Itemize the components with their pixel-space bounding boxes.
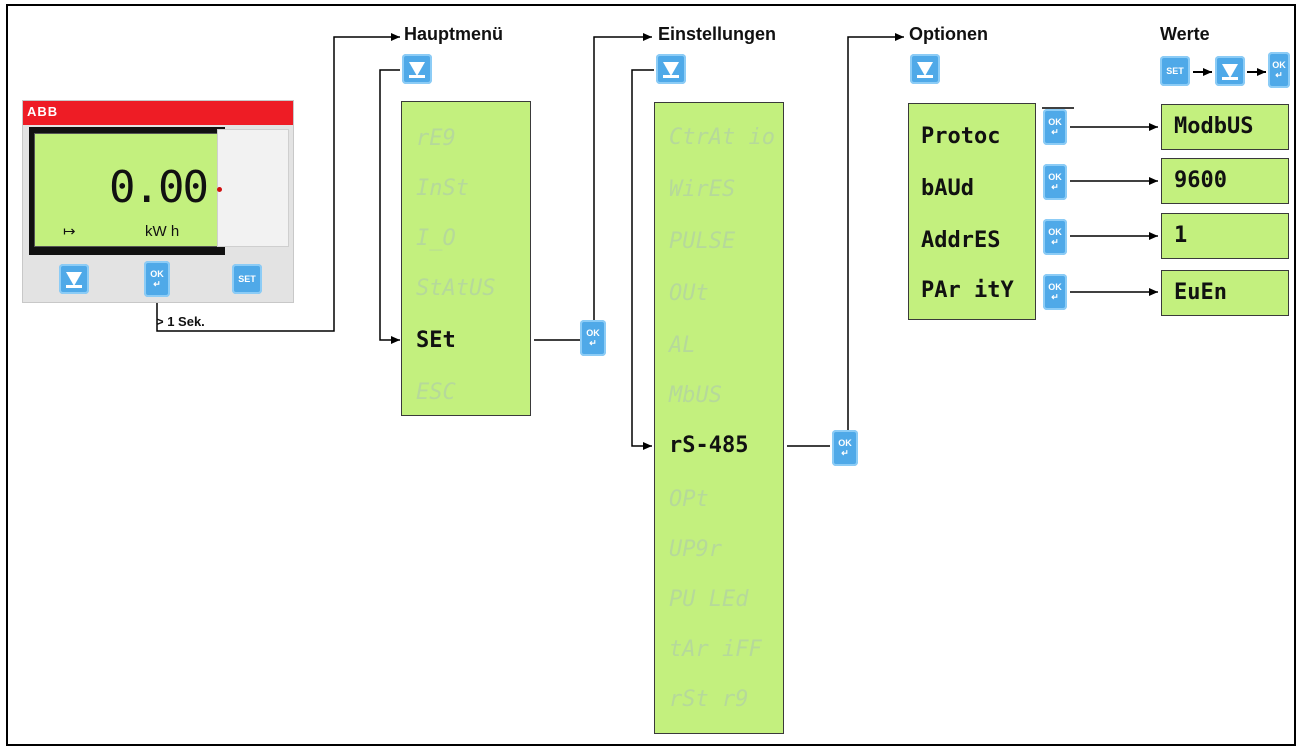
device-button-row: OK↵ SET	[23, 259, 293, 303]
option-parity-ok-button[interactable]: OK↵	[1043, 274, 1067, 310]
status-led	[217, 187, 222, 192]
settings-item-pulse[interactable]: PULSE	[669, 229, 736, 254]
menu-item-reg[interactable]: rE9	[416, 126, 456, 151]
settings-item-mbus[interactable]: MbUS	[669, 383, 722, 408]
hold-duration-note: > 1 Sek.	[156, 314, 205, 329]
werte-ok-button[interactable]: OK↵	[1268, 52, 1290, 88]
settings-item-out[interactable]: OUt	[669, 281, 709, 306]
down-arrow-icon	[663, 62, 679, 76]
menu-item-io[interactable]: I_O	[416, 226, 456, 251]
heading-values: Werte	[1160, 24, 1210, 44]
settings-item-rs485[interactable]: rS-485	[669, 433, 749, 458]
value-address: 1	[1161, 213, 1289, 259]
option-address-ok-button[interactable]: OK↵	[1043, 219, 1067, 255]
ok-label: OK↵	[586, 328, 600, 348]
werte-down-button[interactable]	[1215, 56, 1245, 86]
set-label: SET	[238, 274, 256, 284]
heading-settings: Einstellungen	[658, 24, 777, 44]
down-arrow-icon	[1222, 64, 1238, 78]
options-down-button[interactable]	[910, 54, 940, 84]
settings-down-button[interactable]	[656, 54, 686, 84]
menu-item-esc[interactable]: ESC	[416, 380, 456, 405]
abb-logo: ABB	[27, 104, 59, 119]
lcd-display: 0.00 ↦ kW h	[34, 133, 218, 247]
ok-label: OK↵	[1048, 282, 1062, 302]
value-protocol: ModbUS	[1161, 104, 1289, 150]
settings-item-ctratio[interactable]: CtrAt io	[669, 125, 775, 150]
settings-item-rst-reg[interactable]: rSt r9	[669, 687, 749, 712]
side-panel	[217, 129, 289, 247]
lcd-bezel: 0.00 ↦ kW h	[29, 127, 225, 255]
ok-label: OK↵	[150, 269, 164, 289]
lcd-reading: 0.00	[109, 162, 209, 213]
option-protocol[interactable]: Protoc	[921, 124, 1001, 149]
ok-label: OK↵	[1272, 60, 1286, 80]
ok-label: OK↵	[1048, 227, 1062, 247]
set-label: SET	[1166, 66, 1184, 76]
menu-item-set[interactable]: SEt	[416, 328, 456, 353]
main-menu-down-button[interactable]	[402, 54, 432, 84]
lcd-unit: kW h	[145, 223, 180, 240]
ok-label: OK↵	[1048, 117, 1062, 137]
menu-item-inst[interactable]: InSt	[416, 176, 469, 201]
options-panel: Protoc bAUd AddrES PAr itY	[908, 103, 1036, 320]
set-ok-button[interactable]: OK↵	[580, 320, 606, 356]
ok-label: OK↵	[1048, 172, 1062, 192]
option-baud-ok-button[interactable]: OK↵	[1043, 164, 1067, 200]
settings-item-pu-led[interactable]: PU LEd	[669, 587, 749, 612]
heading-options: Optionen	[909, 24, 988, 44]
settings-item-wires[interactable]: WirES	[669, 177, 736, 202]
option-parity[interactable]: PAr itY	[921, 278, 1014, 303]
value-parity: EuEn	[1161, 270, 1289, 316]
brand-bar	[23, 101, 293, 125]
settings-menu-panel: CtrAt io WirES PULSE OUt AL MbUS rS-485 …	[654, 102, 784, 734]
diagram-frame	[6, 4, 1296, 746]
heading-main-menu: Hauptmenü	[404, 24, 503, 44]
option-protocol-ok-button[interactable]: OK↵	[1043, 109, 1067, 145]
value-baud: 9600	[1161, 158, 1289, 204]
rs485-ok-button[interactable]: OK↵	[832, 430, 858, 466]
device-set-button[interactable]: SET	[232, 264, 262, 294]
main-menu-panel: rE9 InSt I_O StAtUS SEt ESC	[401, 101, 531, 416]
settings-item-al[interactable]: AL	[669, 333, 696, 358]
energy-meter-device: ABB 0.00 ↦ kW h OK↵ SET	[22, 100, 294, 303]
settings-item-tariff[interactable]: tAr iFF	[669, 637, 762, 662]
down-arrow-icon	[409, 62, 425, 76]
option-address[interactable]: AddrES	[921, 228, 1001, 253]
device-ok-button[interactable]: OK↵	[144, 261, 170, 297]
device-down-button[interactable]	[59, 264, 89, 294]
lcd-arrow-symbol: ↦	[63, 223, 76, 240]
down-arrow-icon	[917, 62, 933, 76]
settings-item-opt[interactable]: OPt	[669, 487, 709, 512]
menu-item-status[interactable]: StAtUS	[416, 276, 496, 301]
settings-item-upgr[interactable]: UP9r	[669, 537, 722, 562]
werte-set-button[interactable]: SET	[1160, 56, 1190, 86]
ok-label: OK↵	[838, 438, 852, 458]
down-arrow-icon	[66, 272, 82, 286]
option-baud[interactable]: bAUd	[921, 176, 974, 201]
